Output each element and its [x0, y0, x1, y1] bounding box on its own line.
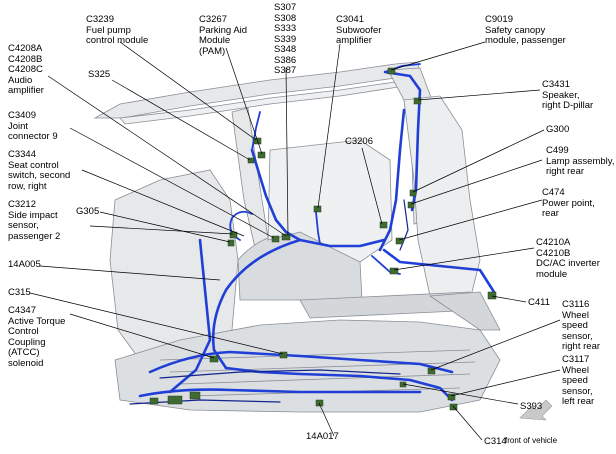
leader-c411 — [491, 295, 527, 303]
body-structure — [93, 61, 501, 413]
leader-c3344 — [81, 169, 245, 237]
leader-c3206 — [361, 147, 383, 225]
connector-g300 — [409, 189, 417, 197]
connector-floor-c — [149, 397, 159, 405]
label-c3267: C3267 Parking Aid Module (PAM) — [199, 14, 248, 57]
wiring-harness — [138, 63, 496, 402]
leader-s393 — [402, 383, 519, 405]
leader-c3239 — [119, 41, 257, 141]
connector-c474 — [395, 237, 404, 245]
leader-c3116 — [430, 319, 561, 371]
connector-c3116 — [427, 367, 436, 375]
leader-c314 — [452, 405, 483, 441]
label-splices-s3xx: S307 S308 S333 S339 S348 S386 S387 — [274, 2, 297, 76]
harness-pillar-drop — [378, 108, 406, 252]
label-c3041: C3041 Subwoofer amplifier — [336, 14, 382, 46]
label-c3206: C3206 — [345, 136, 373, 147]
leader-c3431 — [417, 89, 541, 101]
connector-c3041 — [313, 205, 322, 213]
connector-c9019 — [387, 67, 396, 75]
label-c3409: C3409 Joint connector 9 — [8, 110, 58, 142]
leader-c3041 — [317, 43, 341, 209]
leader-s3xx — [285, 67, 289, 237]
label-c474: C474 Power point, rear — [542, 187, 595, 219]
label-s325: S325 — [88, 69, 111, 80]
left-side-wall — [109, 169, 239, 361]
harness-floor-rear — [138, 388, 422, 398]
front-of-vehicle-arrow-icon — [519, 399, 553, 421]
label-c4210: C4210A C4210B DC/AC inverter module — [536, 237, 600, 280]
label-c3431: C3431 Speaker, right D-pillar — [542, 79, 594, 111]
leader-g305 — [99, 211, 231, 243]
label-c3212: C3212 Side impact sensor, passenger 2 — [8, 199, 61, 242]
harness-upper-cross — [250, 148, 386, 248]
connector-floor-b — [189, 391, 201, 400]
label-c3117: C3117 Wheel speed sensor, left rear — [562, 354, 595, 407]
b-pillar — [231, 107, 271, 253]
leader-s325 — [111, 79, 251, 161]
harness-subwoofer-branch — [315, 211, 321, 245]
label-c499: C499 Lamp assembly, right rear — [546, 145, 615, 177]
leader-c3409 — [69, 127, 275, 239]
leader-14a017 — [318, 402, 335, 437]
connector-c4208 — [281, 233, 291, 241]
connector-s325 — [247, 157, 255, 164]
leader-c474 — [398, 199, 543, 241]
leader-c499 — [410, 159, 543, 205]
harness-fine-1 — [159, 369, 401, 379]
harness-main-trunk — [211, 238, 302, 370]
harness-left-upper — [251, 111, 261, 151]
leader-lines — [29, 41, 561, 441]
connector-c3206 — [379, 221, 388, 229]
connector-c499 — [407, 201, 415, 209]
leader-c4208 — [47, 75, 287, 237]
leader-14a005 — [39, 265, 221, 281]
label-c314: C314 — [484, 436, 507, 447]
leader-c4347 — [69, 313, 215, 359]
label-c4347: C4347 Active Torque Control Coupling (AT… — [8, 305, 66, 369]
label-c3344: C3344 Seat control switch, second row, r… — [8, 149, 71, 192]
connector-14a017 — [315, 399, 324, 407]
label-14a017: 14A017 — [306, 431, 339, 442]
connector-floor-a — [167, 395, 183, 405]
leader-g300 — [412, 129, 545, 193]
harness-left-drop — [168, 238, 212, 394]
label-g300: G300 — [546, 124, 570, 135]
connector-c3117 — [447, 393, 456, 401]
floor-rib-3 — [179, 373, 471, 385]
label-c3116: C3116 Wheel speed sensor, right rear — [562, 299, 601, 352]
harness-floor-front — [148, 350, 454, 374]
connector-c3409 — [271, 235, 280, 243]
connector-c4210 — [389, 267, 399, 275]
leader-c9019 — [390, 41, 486, 71]
rear-quarter — [403, 95, 481, 301]
leader-c3267 — [225, 47, 263, 155]
harness-rear-right — [382, 248, 496, 294]
label-c9019: C9019 Safety canopy module, passenger — [485, 14, 566, 46]
rear-panel — [428, 291, 501, 331]
connector-g305 — [227, 239, 235, 247]
connector-c411 — [487, 291, 497, 300]
front-of-vehicle-label: front of vehicle — [505, 436, 558, 445]
leader-c315 — [29, 292, 284, 355]
label-s393: S393 — [520, 401, 543, 412]
label-c411: C411 — [528, 297, 551, 308]
leader-c3212 — [89, 225, 234, 235]
connector-c4347 — [209, 355, 219, 363]
label-g305: G305 — [76, 206, 100, 217]
label-c3239: C3239 Fuel pump control module — [86, 14, 149, 46]
connector-c315 — [279, 351, 288, 359]
floor-rib-2 — [169, 361, 476, 373]
label-c315: C315 — [8, 287, 31, 298]
connector-c3431 — [413, 97, 422, 105]
leader-c3117 — [450, 369, 561, 397]
leader-c4210 — [393, 247, 535, 271]
label-c4208: C4208A C4208B C4208C Audio amplifier — [8, 43, 44, 96]
label-14a005: 14A005 — [8, 259, 41, 270]
